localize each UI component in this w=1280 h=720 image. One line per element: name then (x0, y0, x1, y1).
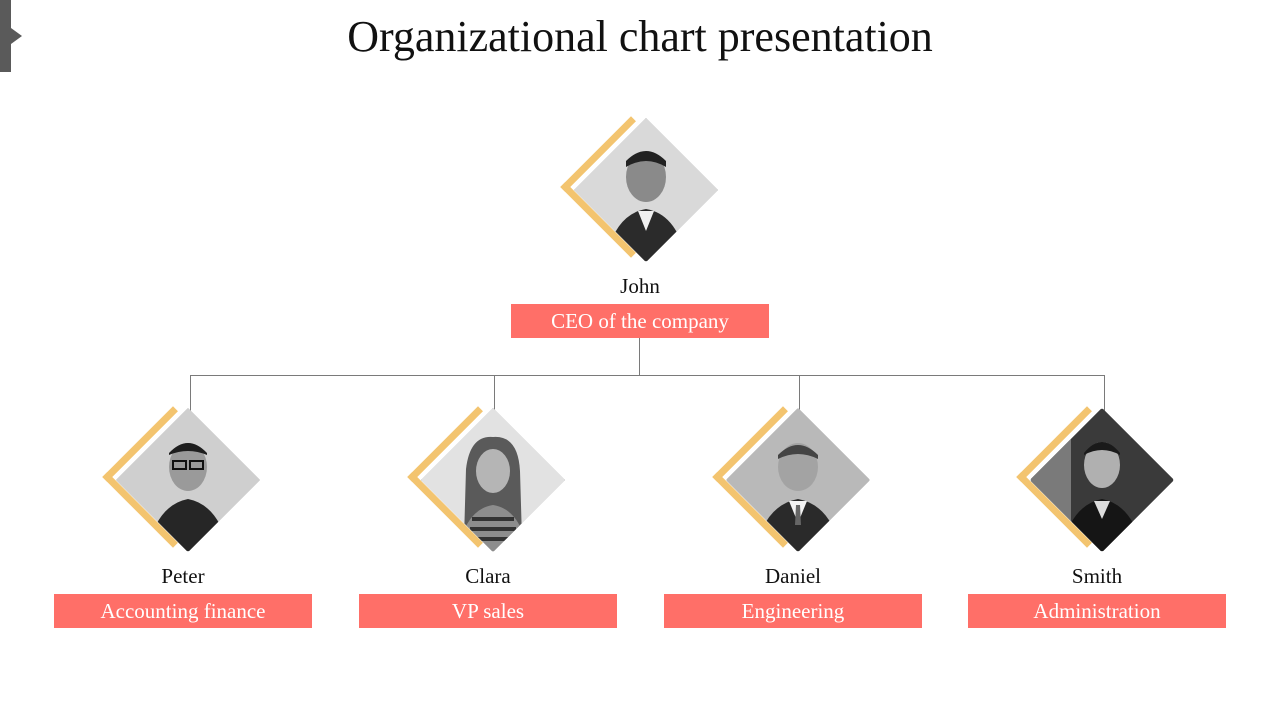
daniel-name: Daniel (765, 564, 821, 588)
connector-horizontal (190, 375, 1105, 376)
ceo-portrait (560, 116, 724, 270)
connector-clara (494, 375, 495, 415)
smith-name: Smith (1071, 564, 1123, 588)
peter-role-box: Accounting finance (54, 594, 312, 628)
org-node-smith: Smith Administration (967, 406, 1227, 630)
connector-daniel (799, 375, 800, 415)
smith-portrait (1016, 406, 1180, 560)
peter-name: Peter (161, 564, 205, 588)
clara-name: Clara (465, 564, 511, 588)
ceo-role-box: CEO of the company (511, 304, 769, 338)
org-node-daniel: Daniel Engineering (663, 406, 923, 630)
connector-smith (1104, 375, 1105, 415)
person-photo-icon (573, 117, 719, 263)
person-photo-icon (725, 407, 871, 553)
org-node-ceo: John CEO of the company (510, 116, 770, 340)
org-node-clara: Clara VP sales (358, 406, 618, 630)
clara-portrait (407, 406, 571, 560)
slide-tab-arrow-icon (11, 28, 22, 44)
peter-portrait (102, 406, 266, 560)
person-photo-icon (1029, 407, 1175, 553)
daniel-role-box: Engineering (664, 594, 922, 628)
person-photo-icon (420, 407, 566, 553)
page-title: Organizational chart presentation (347, 12, 933, 61)
connector-ceo-vertical (639, 337, 640, 375)
clara-role-box: VP sales (359, 594, 617, 628)
ceo-name: John (620, 274, 660, 298)
org-node-peter: Peter Accounting finance (53, 406, 313, 630)
smith-role-box: Administration (968, 594, 1226, 628)
person-photo-icon (115, 407, 261, 553)
slide-tab-marker (0, 0, 11, 72)
daniel-portrait (712, 406, 876, 560)
connector-peter (190, 375, 191, 415)
